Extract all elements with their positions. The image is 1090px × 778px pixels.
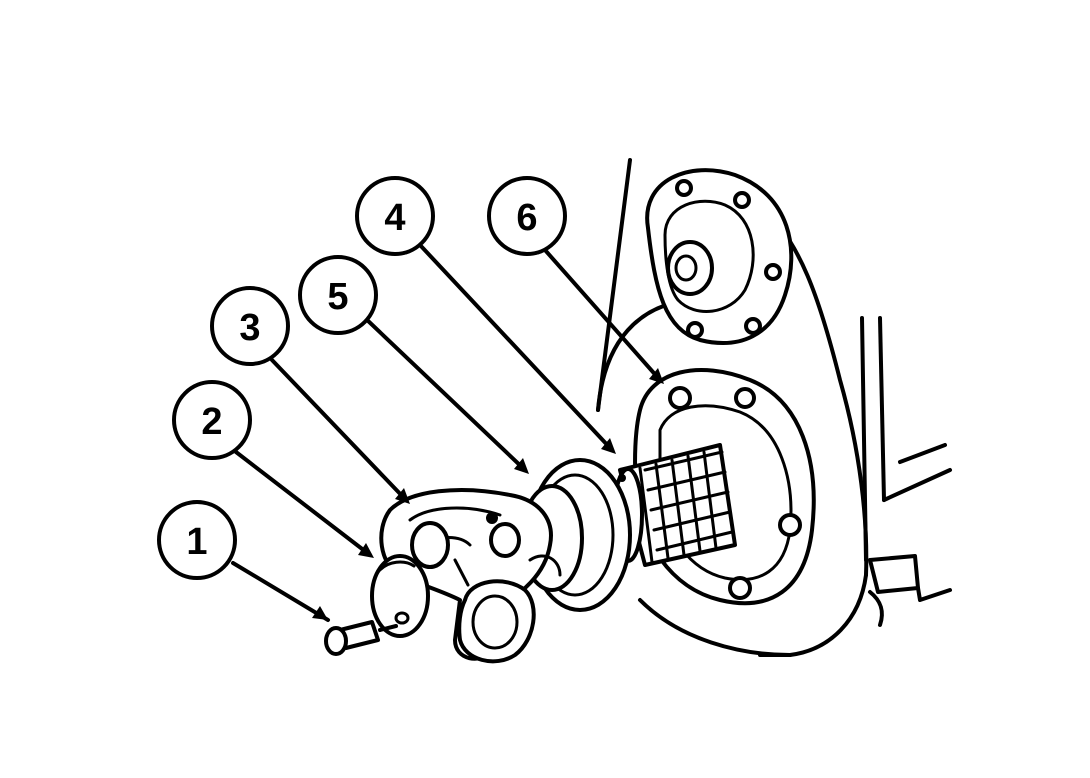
leader-lines bbox=[231, 243, 664, 622]
callout-3-label: 3 bbox=[239, 307, 260, 349]
callout-2: 2 bbox=[172, 380, 252, 460]
callout-5-label: 5 bbox=[327, 276, 348, 318]
washer bbox=[370, 554, 430, 638]
callout-1: 1 bbox=[157, 500, 237, 580]
callout-6-label: 6 bbox=[516, 197, 537, 239]
upper-flange-cover bbox=[645, 168, 794, 345]
bolt bbox=[324, 620, 398, 656]
callout-2-label: 2 bbox=[201, 401, 222, 443]
callout-5: 5 bbox=[298, 255, 378, 335]
splined-shaft bbox=[612, 443, 737, 567]
callout-4-label: 4 bbox=[384, 197, 405, 239]
callout-1-label: 1 bbox=[186, 521, 207, 563]
callout-3: 3 bbox=[210, 286, 290, 366]
callout-4: 4 bbox=[355, 176, 435, 256]
universal-joint-yoke bbox=[379, 488, 562, 664]
callout-6: 6 bbox=[487, 176, 567, 256]
